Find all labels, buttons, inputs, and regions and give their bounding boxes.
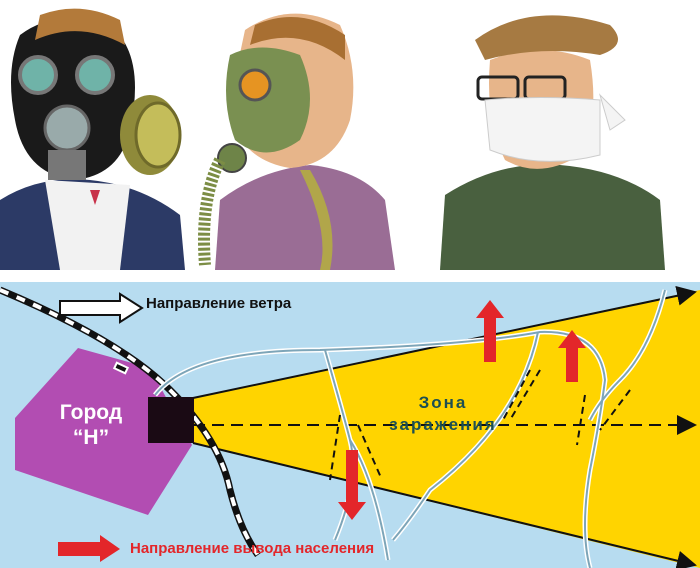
zone-label-line1: Зона — [418, 393, 468, 412]
wind-arrow-icon — [59, 292, 144, 324]
figure-gas-mask-canister — [0, 8, 185, 270]
figure-gas-mask-hose — [198, 13, 395, 270]
evacuation-legend-arrow-icon — [58, 535, 120, 562]
zone-label: Зона заражения — [378, 392, 508, 436]
city-h — [15, 348, 192, 515]
figure-gauze-bandage — [440, 15, 665, 270]
evacuation-arrows — [338, 300, 586, 520]
city-label-line2: “Н” — [72, 426, 110, 449]
factory — [148, 397, 194, 443]
city-label: Город “Н” — [45, 400, 137, 450]
city-label-line1: Город — [59, 401, 123, 424]
wind-direction-label: Направление ветра — [146, 295, 292, 312]
zone-label-line2: заражения — [389, 415, 497, 434]
evacuation-map — [0, 282, 700, 568]
evacuation-direction-label: Направление вывода населения — [130, 540, 375, 557]
